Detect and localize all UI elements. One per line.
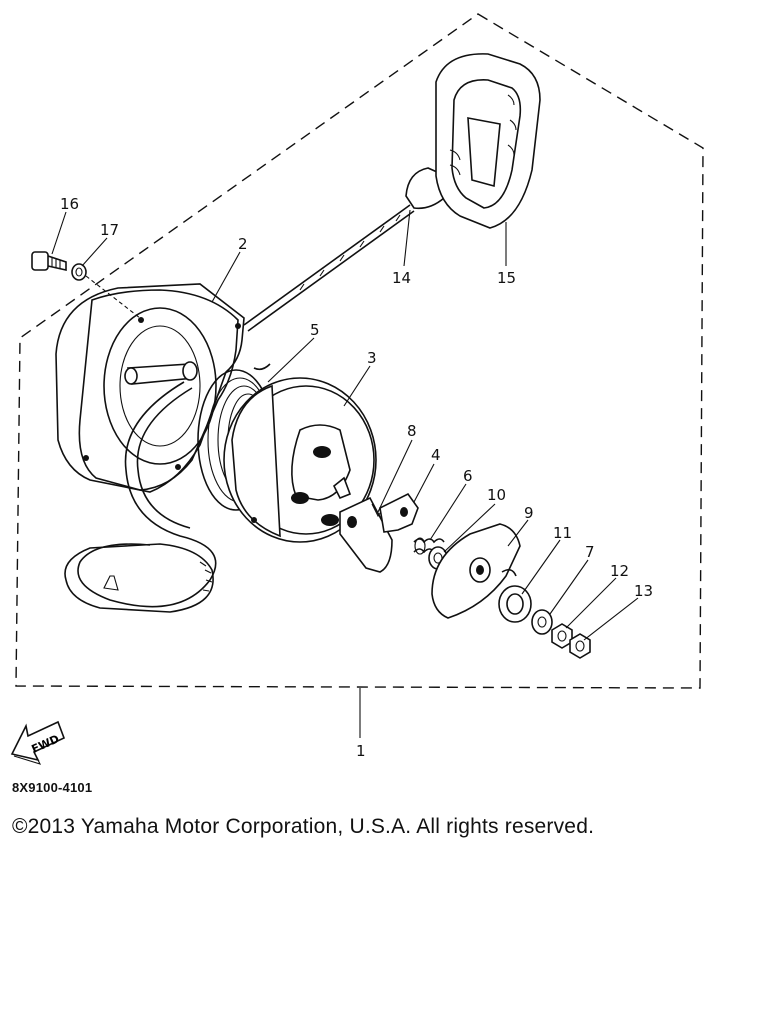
callout-1: 1 — [356, 742, 366, 760]
spring-4 — [379, 492, 419, 533]
exploded-parts-diagram: 1 2 3 4 5 6 7 8 9 10 11 12 13 14 15 16 1… — [10, 13, 704, 765]
starter-housing — [55, 283, 245, 493]
callout-15: 15 — [497, 269, 516, 287]
pulley-3 — [223, 377, 377, 543]
nut-12 — [551, 623, 573, 649]
callout-10: 10 — [487, 486, 506, 504]
starter-handle-15 — [405, 53, 541, 229]
drawing-number: 8X9100-4101 — [12, 780, 93, 795]
starter-rope-14 — [64, 204, 415, 613]
callout-9: 9 — [524, 504, 534, 522]
callout-13: 13 — [634, 582, 653, 600]
callout-6: 6 — [463, 467, 473, 485]
callout-14: 14 — [392, 269, 411, 287]
nut-13 — [569, 633, 591, 659]
callout-11: 11 — [553, 524, 572, 542]
callout-7: 7 — [585, 543, 595, 561]
fwd-arrow-icon: FWD — [10, 720, 66, 765]
callout-8: 8 — [407, 422, 417, 440]
pawl-8 — [339, 496, 393, 573]
copyright-notice: ©2013 Yamaha Motor Corporation, U.S.A. A… — [12, 815, 595, 838]
bolt-16 — [31, 251, 67, 271]
washer-17 — [71, 263, 87, 281]
callout-5: 5 — [310, 321, 320, 339]
callout-3: 3 — [367, 349, 377, 367]
callout-2: 2 — [238, 235, 248, 253]
callout-4: 4 — [431, 446, 441, 464]
washer-11 — [498, 585, 532, 623]
callout-12: 12 — [610, 562, 629, 580]
callout-17: 17 — [100, 221, 119, 239]
leader-lines — [51, 209, 639, 641]
callout-16: 16 — [60, 195, 79, 213]
assembly-boundary — [15, 13, 704, 689]
drive-plate-9 — [431, 523, 521, 619]
washer-7 — [531, 609, 553, 635]
